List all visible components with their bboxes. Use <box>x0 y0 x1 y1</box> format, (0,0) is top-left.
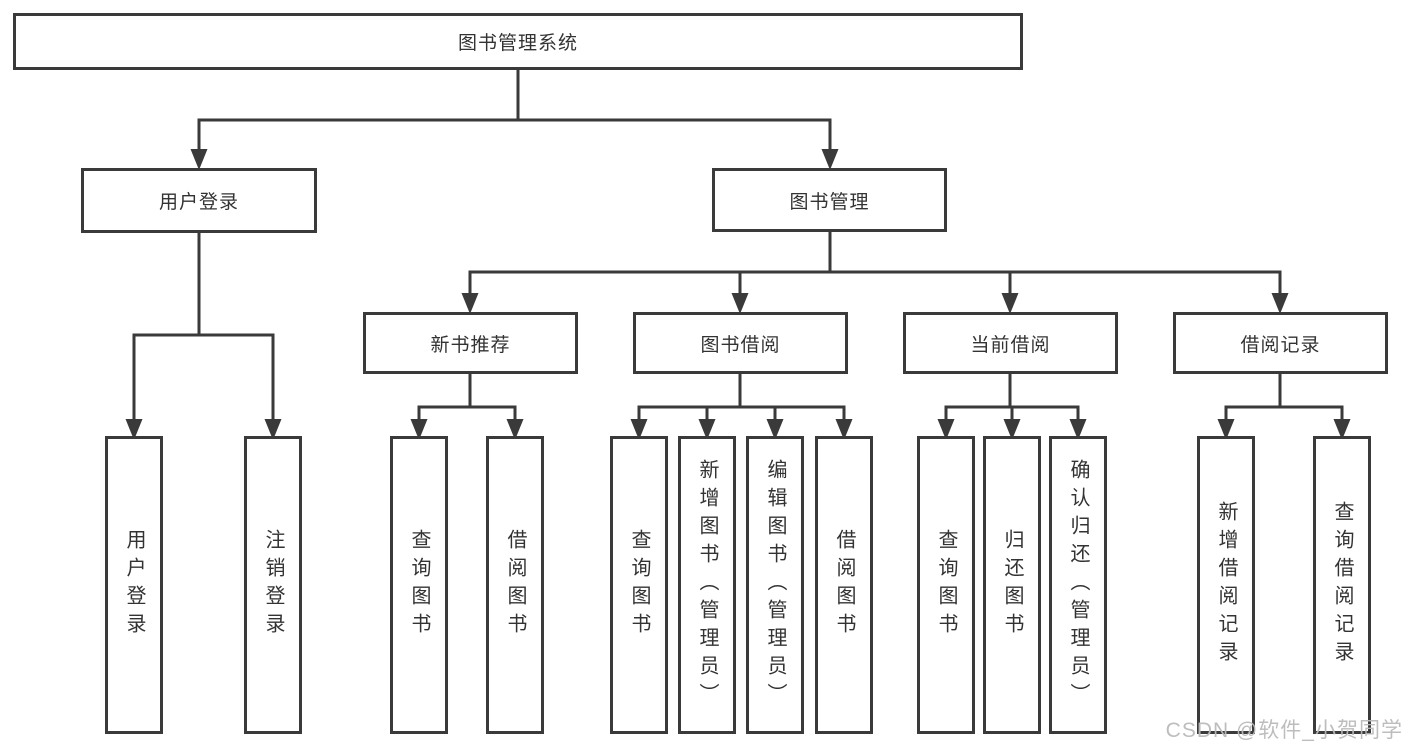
node-label: 查询图书 <box>408 529 430 641</box>
node-label: 借阅记录 <box>1240 334 1321 356</box>
node-label: 确认归还（管理员） <box>1067 459 1089 711</box>
node-current-borrowing: 当前借阅 <box>903 312 1118 374</box>
node-label: 新增图书（管理员） <box>696 459 718 711</box>
node-label: 编辑图书（管理员） <box>764 459 786 711</box>
leaf-borrow-books-recommend: 借阅图书 <box>486 436 544 734</box>
node-label: 查询借阅记录 <box>1331 501 1353 669</box>
leaf-borrow-books: 借阅图书 <box>815 436 873 734</box>
leaf-query-books-borrowing: 查询图书 <box>610 436 668 734</box>
node-label: 新书推荐 <box>430 334 511 356</box>
leaf-confirm-return-admin: 确认归还（管理员） <box>1049 436 1107 734</box>
leaf-add-books-admin: 新增图书（管理员） <box>678 436 736 734</box>
leaf-query-borrow-record: 查询借阅记录 <box>1313 436 1371 734</box>
node-label: 注销登录 <box>262 529 284 641</box>
node-user-login: 用户登录 <box>81 168 317 233</box>
leaf-return-books: 归还图书 <box>983 436 1041 734</box>
node-label: 图书管理系统 <box>457 33 578 54</box>
leaf-query-books-current: 查询图书 <box>917 436 975 734</box>
node-label: 用户登录 <box>158 192 239 213</box>
node-new-book-recommendation: 新书推荐 <box>363 312 578 374</box>
node-library-management-system: 图书管理系统 <box>13 13 1023 70</box>
watermark: CSDN @软件_小贺同学 <box>1165 719 1403 742</box>
leaf-query-books-recommend: 查询图书 <box>390 436 448 734</box>
leaf-user-login: 用户登录 <box>105 436 163 734</box>
leaf-add-borrow-record: 新增借阅记录 <box>1197 436 1255 734</box>
node-label: 图书管理 <box>789 191 870 213</box>
leaf-edit-books-admin: 编辑图书（管理员） <box>746 436 804 734</box>
node-label: 查询图书 <box>628 529 650 641</box>
node-label: 归还图书 <box>1001 529 1023 641</box>
node-label: 当前借阅 <box>970 334 1051 356</box>
node-book-management: 图书管理 <box>712 168 947 232</box>
leaf-logout: 注销登录 <box>244 436 302 734</box>
node-book-borrowing: 图书借阅 <box>633 312 848 374</box>
node-label: 图书借阅 <box>700 334 781 356</box>
node-label: 借阅图书 <box>833 529 855 641</box>
node-label: 查询图书 <box>935 529 957 641</box>
node-label: 新增借阅记录 <box>1215 501 1237 669</box>
node-label: 借阅图书 <box>504 529 526 641</box>
node-label: 用户登录 <box>123 529 145 641</box>
node-borrowing-records: 借阅记录 <box>1173 312 1388 374</box>
